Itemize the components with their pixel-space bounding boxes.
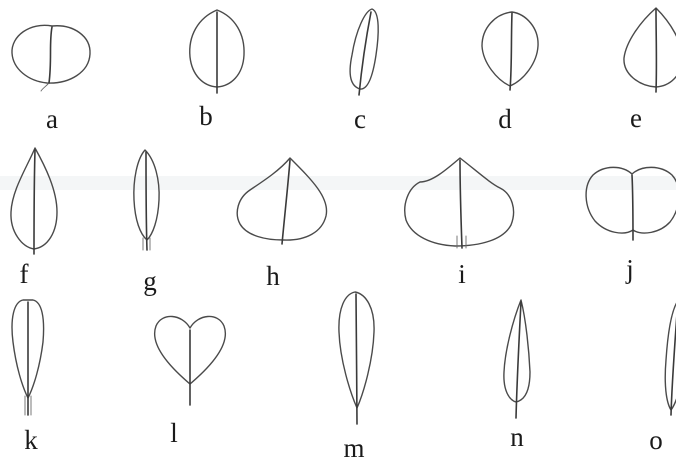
label-e: e: [630, 103, 642, 133]
label-a: a: [46, 104, 58, 134]
label-j: j: [625, 254, 634, 284]
label-d: d: [498, 104, 512, 134]
label-i: i: [458, 259, 466, 289]
label-c: c: [354, 104, 366, 134]
label-k: k: [24, 425, 38, 455]
label-l: l: [170, 418, 178, 448]
label-h: h: [266, 261, 280, 291]
scan-artifact-band: [0, 176, 676, 190]
label-f: f: [20, 259, 29, 289]
label-b: b: [199, 101, 213, 131]
label-g: g: [143, 266, 157, 296]
label-m: m: [343, 433, 364, 461]
label-n: n: [510, 422, 524, 452]
label-o: o: [649, 425, 663, 455]
